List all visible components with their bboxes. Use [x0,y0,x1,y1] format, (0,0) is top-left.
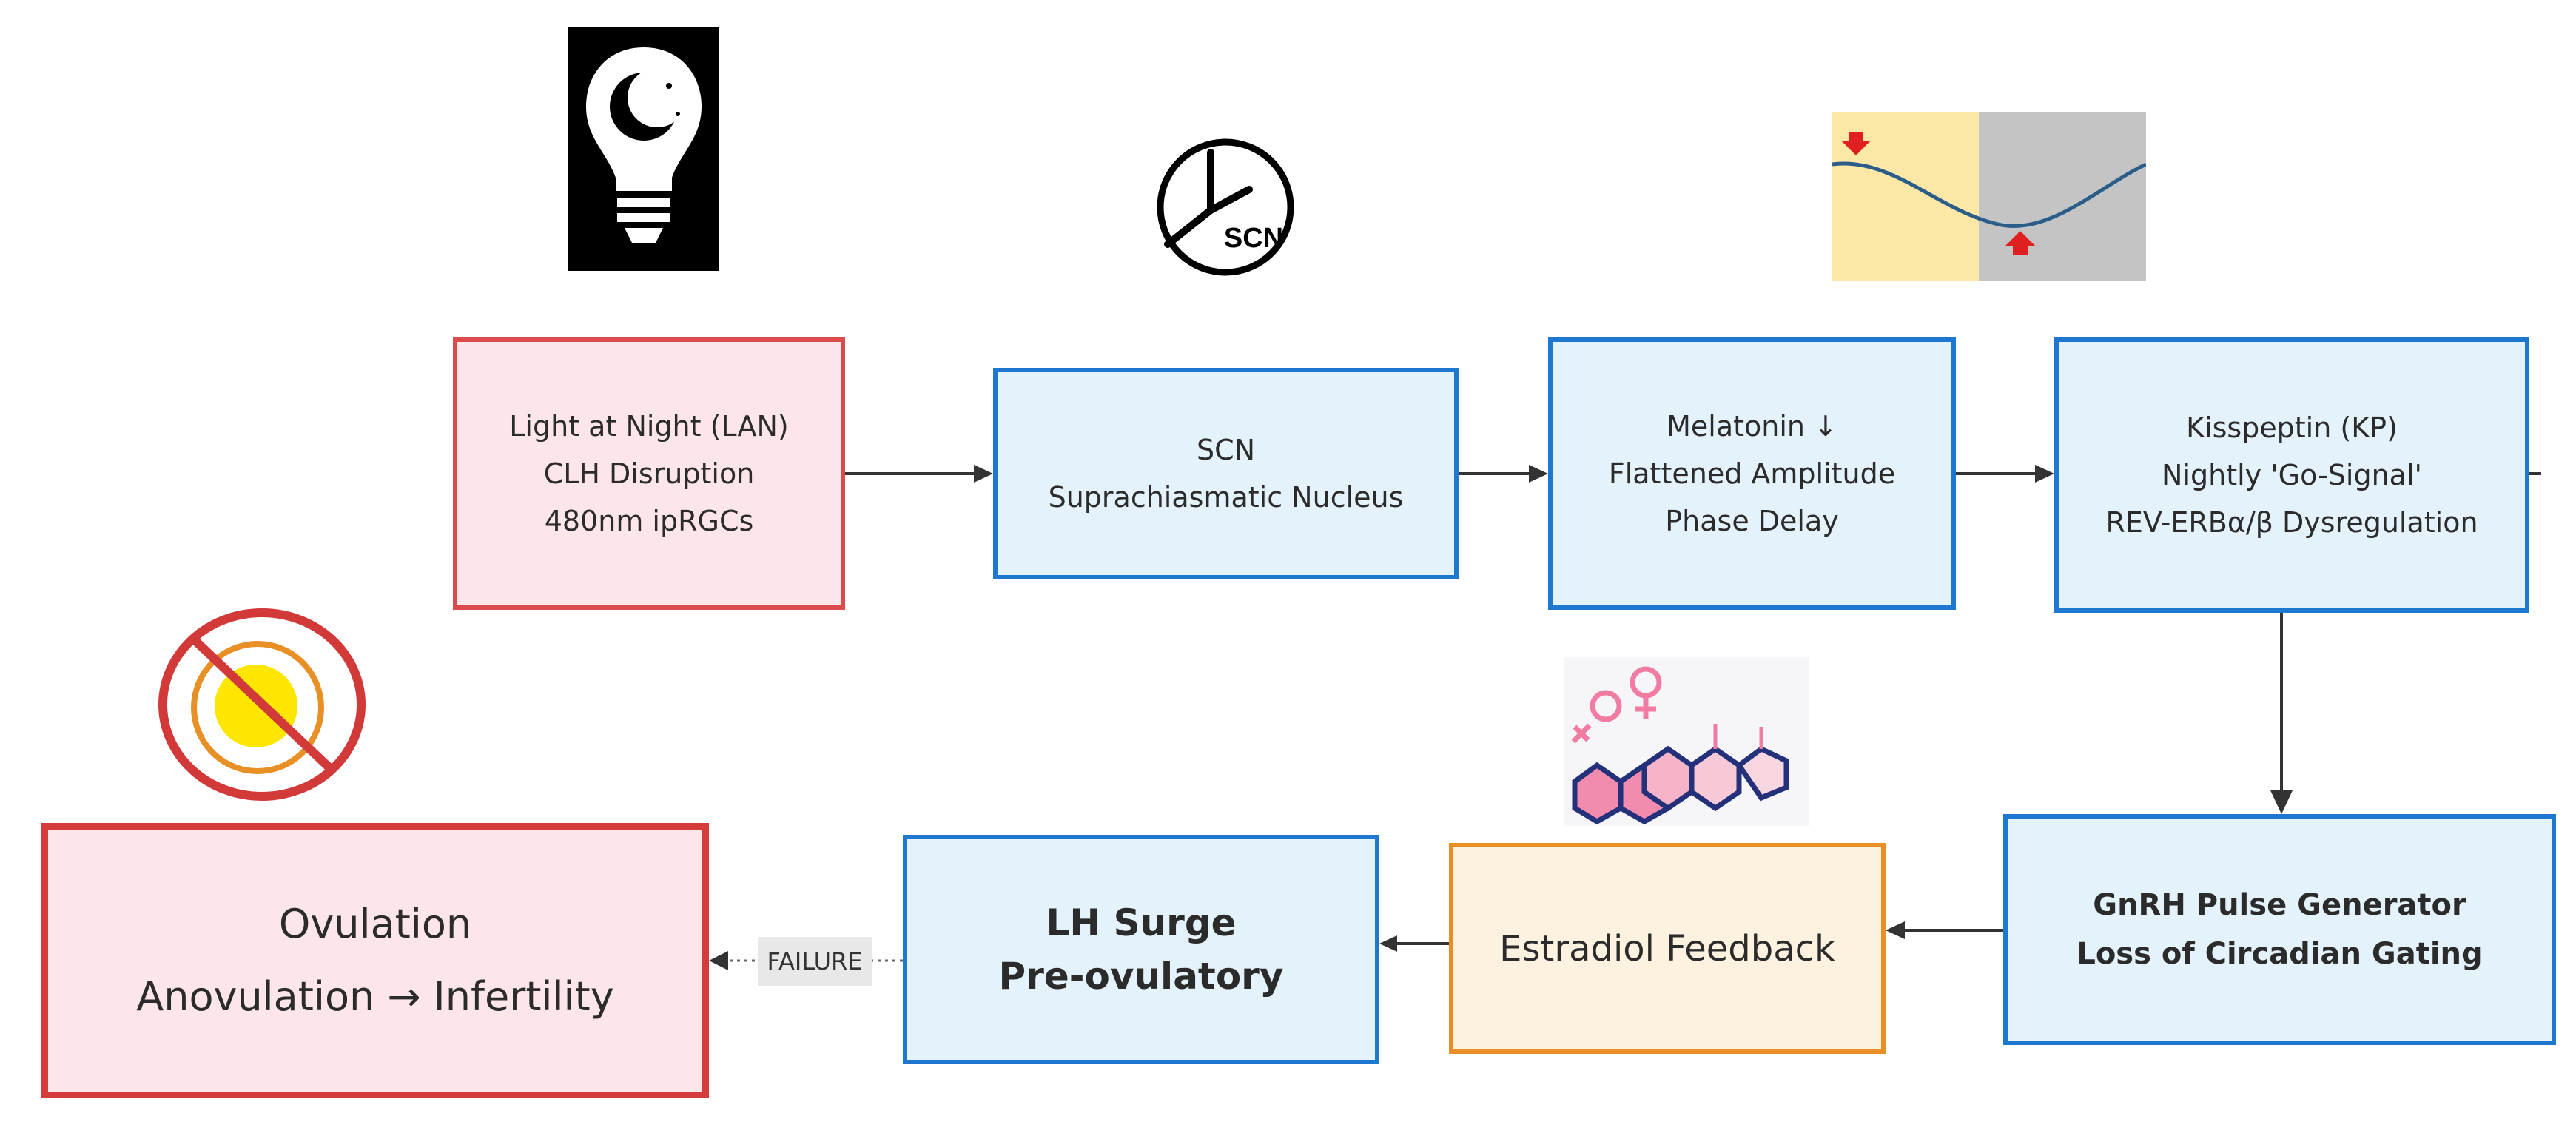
node-lh-surge[interactable]: LH Surge Pre-ovulatory [903,835,1379,1064]
node-gnrh[interactable]: GnRH Pulse Generator Loss of Circadian G… [2003,814,2556,1045]
node-melatonin-line-3: Phase Delay [1665,505,1839,537]
node-scn[interactable]: SCN Suprachiasmatic Nucleus [993,368,1459,579]
estradiol-molecule-icon [1564,657,1809,826]
node-kisspeptin[interactable]: Kisspeptin (KP) Nightly 'Go-Signal' REV-… [2054,337,2529,613]
node-lh-line-1: LH Surge [1046,901,1237,944]
night-lightbulb-icon [568,27,719,271]
node-lan-line-1: Light at Night (LAN) [509,410,789,443]
node-gnrh-line-2: Loss of Circadian Gating [2076,937,2483,971]
node-kisspeptin-line-3: REV-ERBα/β Dysregulation [2105,506,2478,539]
arrowhead-lh-ovulation [709,951,728,970]
node-melatonin[interactable]: Melatonin ↓ Flattened Amplitude Phase De… [1548,337,1956,610]
node-melatonin-line-2: Flattened Amplitude [1608,457,1896,490]
node-lan-line-2: CLH Disruption [543,457,755,490]
melatonin-wave-icon [1832,112,2146,281]
scn-clock-label: SCN [1224,223,1283,254]
node-estradiol-line-1: Estradiol Feedback [1499,927,1835,970]
node-scn-line-2: Suprachiasmatic Nucleus [1048,481,1404,514]
scn-clock-icon: SCN [1157,138,1294,276]
no-sun-icon [158,608,366,801]
node-melatonin-line-1: Melatonin ↓ [1667,410,1837,443]
node-ovulation-line-2: Anovulation → Infertility [136,973,614,1020]
failure-label: FAILURE [758,937,872,986]
node-estradiol[interactable]: Estradiol Feedback [1449,843,1886,1054]
arrowhead-lan-scn [974,465,993,483]
node-lan-line-3: 480nm ipRGCs [544,505,754,537]
arrowhead-melatonin-kisspeptin [2035,465,2054,483]
arrowhead-kisspeptin-gnrh [2270,790,2293,814]
node-ovulation[interactable]: Ovulation Anovulation → Infertility [41,823,709,1098]
arrowhead-gnrh-estradiol [1886,921,1905,939]
node-lh-line-2: Pre-ovulatory [998,955,1284,998]
arrowhead-scn-melatonin [1529,465,1548,483]
node-gnrh-line-1: GnRH Pulse Generator [2093,888,2466,922]
node-light-at-night[interactable]: Light at Night (LAN) CLH Disruption 480n… [453,337,845,610]
node-kisspeptin-line-1: Kisspeptin (KP) [2186,411,2398,444]
arrowhead-estradiol-lh [1379,935,1397,952]
node-ovulation-line-1: Ovulation [278,901,472,947]
node-scn-line-1: SCN [1196,434,1256,466]
node-kisspeptin-line-2: Nightly 'Go-Signal' [2162,459,2422,491]
